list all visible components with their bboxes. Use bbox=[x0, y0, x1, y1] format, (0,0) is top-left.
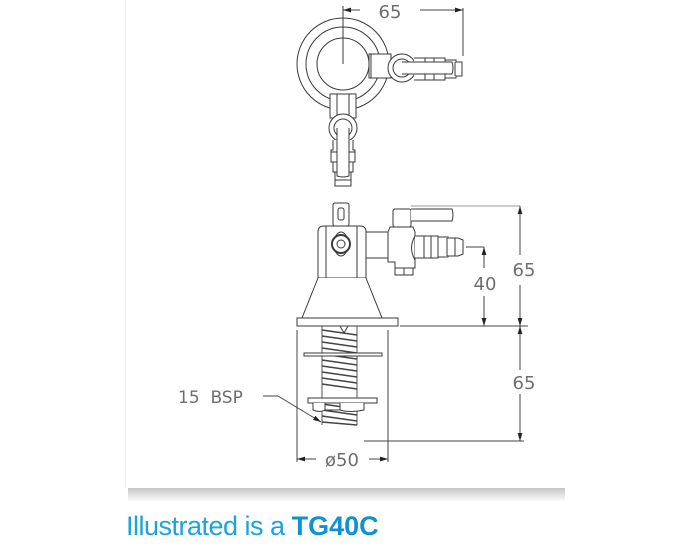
side-view bbox=[296, 202, 520, 426]
base-diameter-label: ø50 bbox=[325, 450, 359, 471]
side-dimensions: 65 40 65 ø50 15 BSP bbox=[178, 206, 535, 471]
threaded-shank bbox=[303, 325, 383, 426]
card-shadow bbox=[128, 488, 565, 502]
top-width-label: 65 bbox=[379, 2, 402, 23]
top-view bbox=[296, 6, 463, 187]
lower-height-label: 65 bbox=[513, 373, 536, 394]
upper-height-label: 65 bbox=[513, 260, 536, 281]
model-name: TG40C bbox=[291, 511, 379, 541]
thread-label: 15 BSP bbox=[178, 388, 243, 408]
caption: Illustrated is a TG40C bbox=[126, 511, 379, 542]
caption-prefix: Illustrated is a bbox=[126, 511, 292, 541]
top-width-dimension: 65 bbox=[343, 2, 464, 56]
outlet-height-label: 40 bbox=[474, 274, 497, 295]
